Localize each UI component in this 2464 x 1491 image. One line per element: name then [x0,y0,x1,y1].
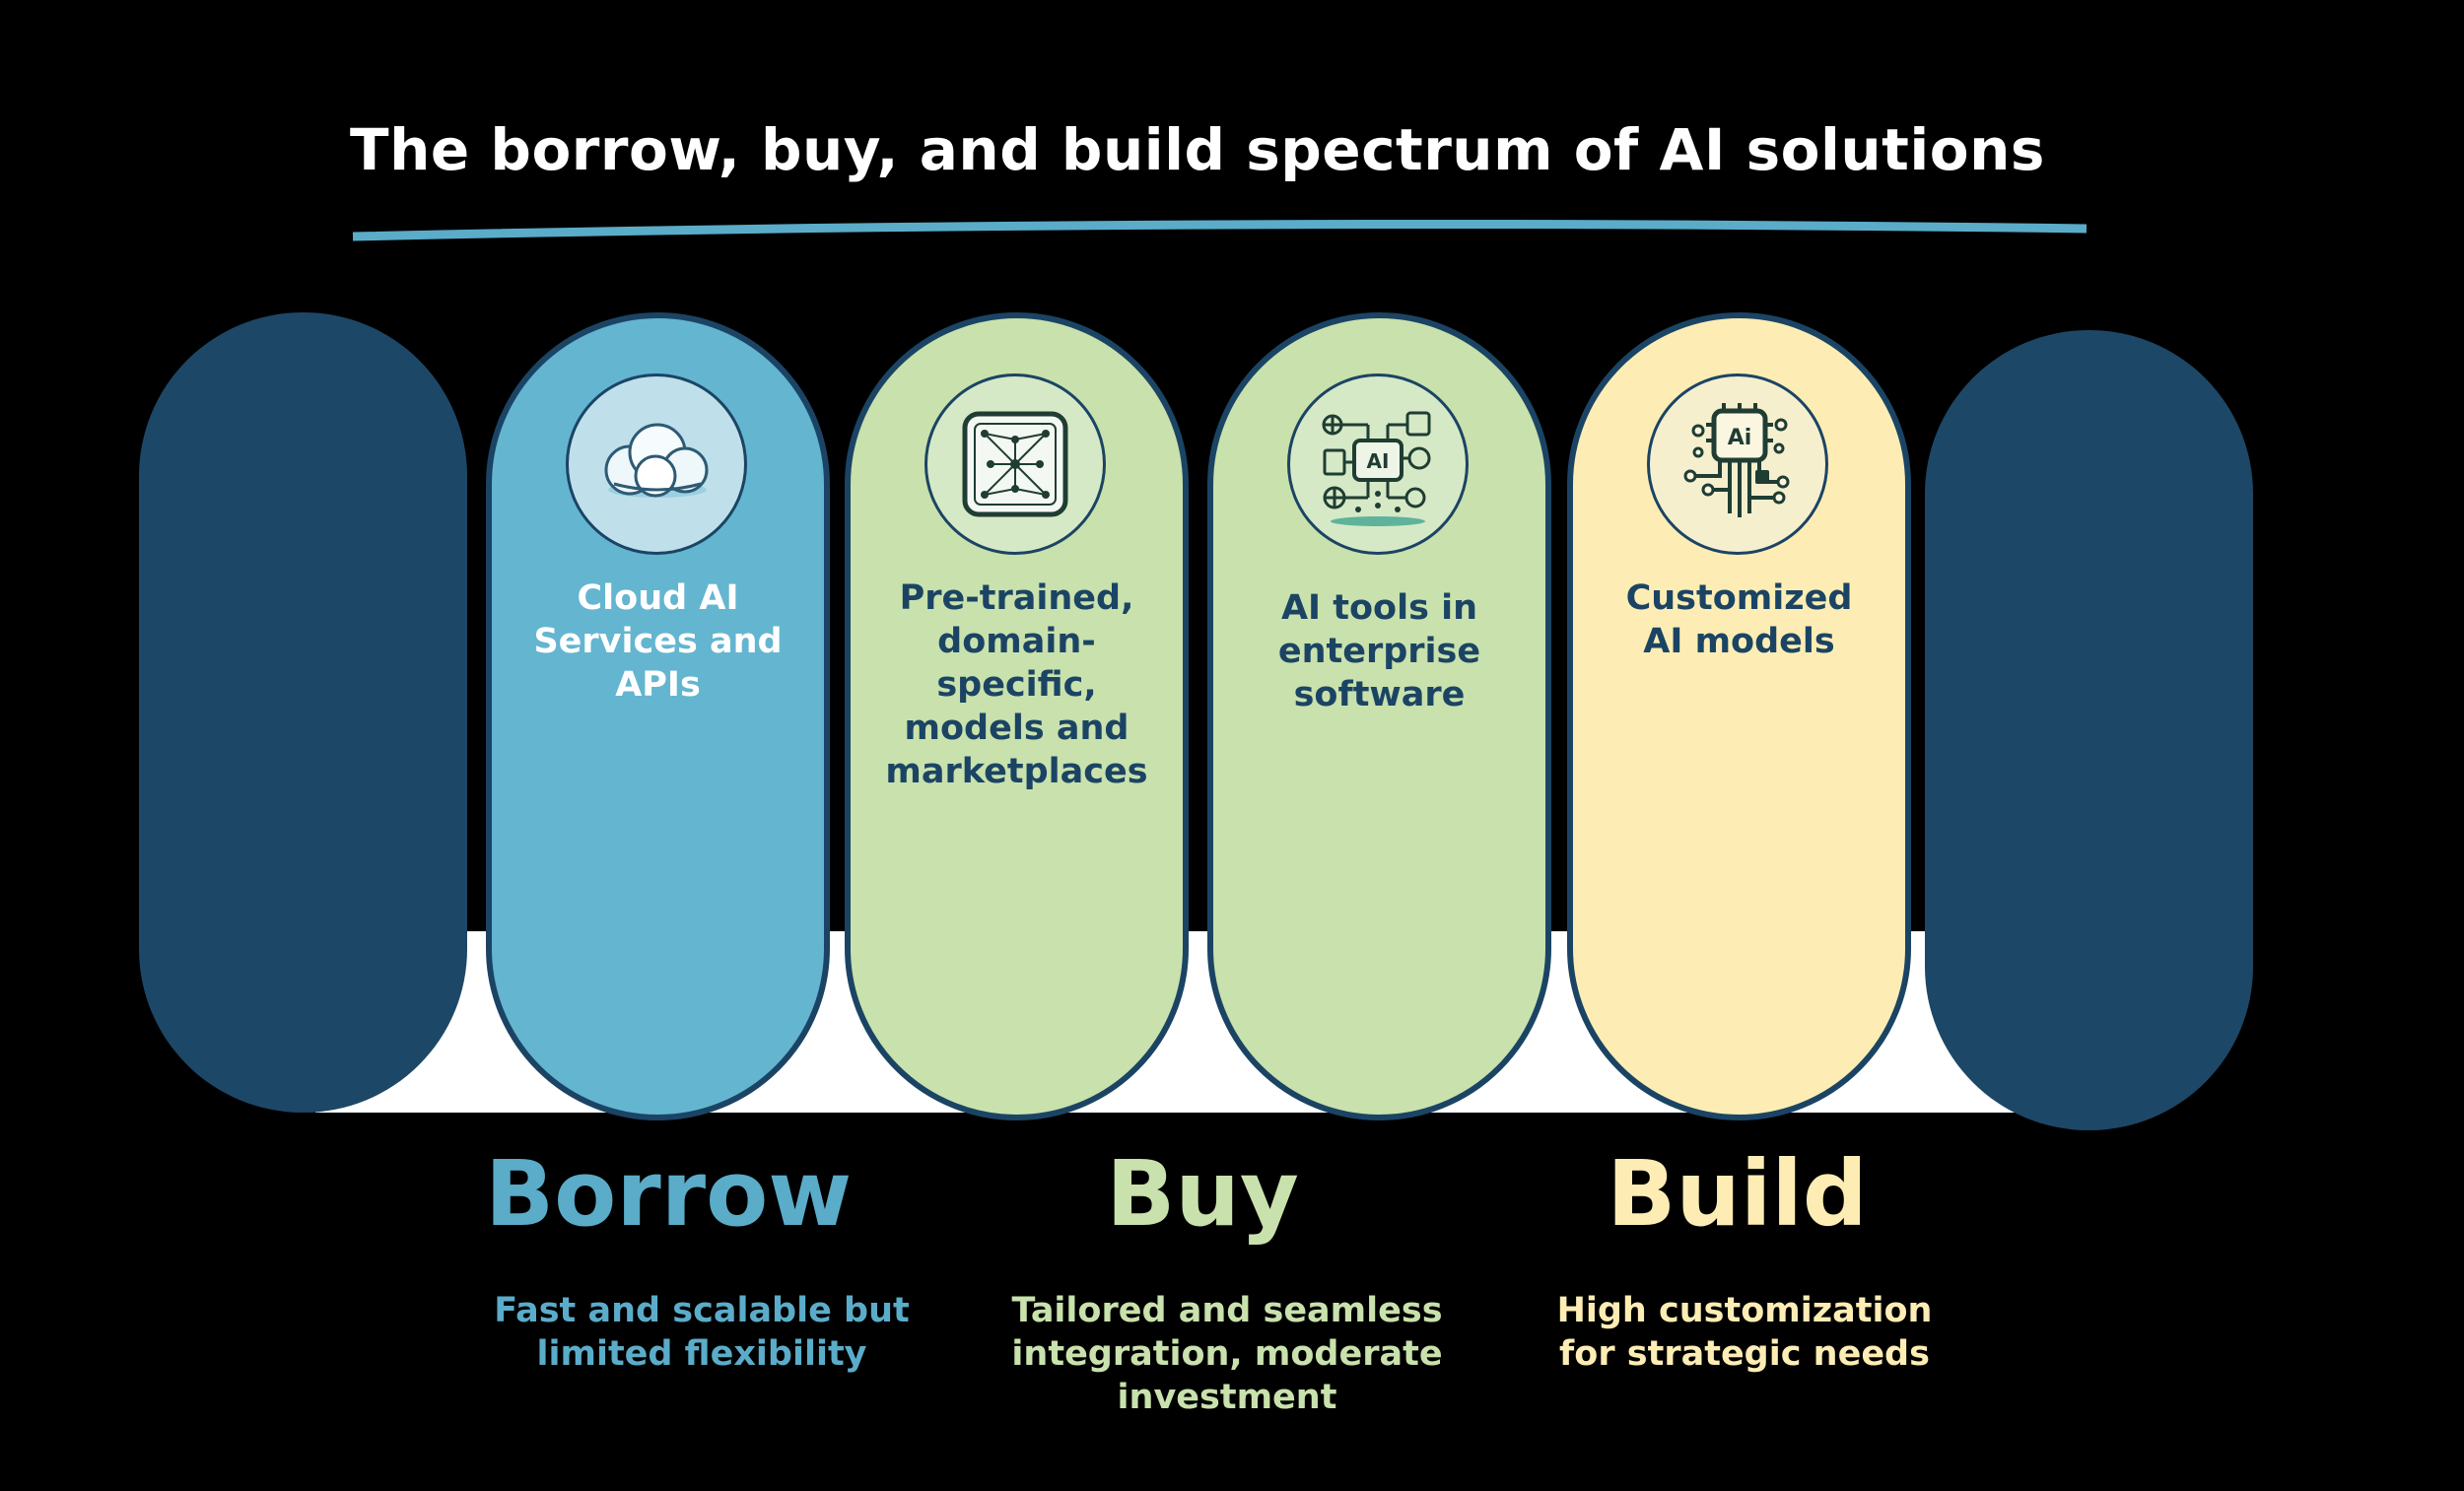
pill-label: AI tools in enterprise software [1223,586,1536,716]
icon-badge [924,373,1106,555]
category-borrow-description: Fast and scalable but limited flexibilit… [494,1291,910,1374]
pill-label-line: APIs [615,665,701,705]
pill-label-line: marketplaces [885,752,1148,791]
pill-label-line: domain- [937,622,1096,661]
pill-label-line: software [1293,675,1466,714]
icon-badge: AI [1287,373,1469,555]
pill-label-line: models and [904,709,1129,748]
ai-chip-icon: Ai [1683,403,1790,517]
pill-label-line: Customized [1625,578,1853,618]
category-buy-heading: Buy [1106,1141,1299,1247]
icon-badge [566,373,747,555]
pill-label: Customized AI models [1583,576,1895,663]
svg-text:AI: AI [1367,449,1390,473]
neural-network-chip-icon [962,411,1068,517]
pill-ai-tools: AI AI tools in enterprise software [1207,312,1551,1120]
pill-pretrained-models: Pre-trained, domain-specific, models and ma… [845,312,1189,1120]
page-title: The borrow, buy, and build spectrum of A… [350,116,2045,183]
pill-label-line: AI tools in [1280,588,1478,628]
category-buy-description: Tailored and seamless integration, moder… [1011,1291,1443,1417]
pill-label-line: enterprise [1277,632,1481,671]
icon-badge: Ai [1647,373,1828,555]
pill-label: Pre-trained, domain-specific, models and ma… [860,576,1173,793]
pill-label-line: Services and [533,622,783,661]
pill-customized-ai: Ai Customized AI models [1567,312,1911,1120]
category-borrow-heading: Borrow [485,1141,853,1247]
left-side-pill [139,312,467,1113]
pill-label-line: Cloud AI [577,578,739,618]
right-side-pill [1925,330,2253,1130]
category-build-description: High customization for strategic needs [1556,1291,1933,1374]
ai-tools-circuit-icon: AI [1322,411,1431,526]
pill-label-line: AI models [1643,622,1835,661]
cloud-icon [604,423,709,498]
pill-label-line: specific, [936,665,1097,705]
svg-text:Ai: Ai [1728,426,1752,450]
category-build-heading: Build [1607,1141,1868,1247]
pill-label-line: Pre-trained, [899,578,1134,618]
